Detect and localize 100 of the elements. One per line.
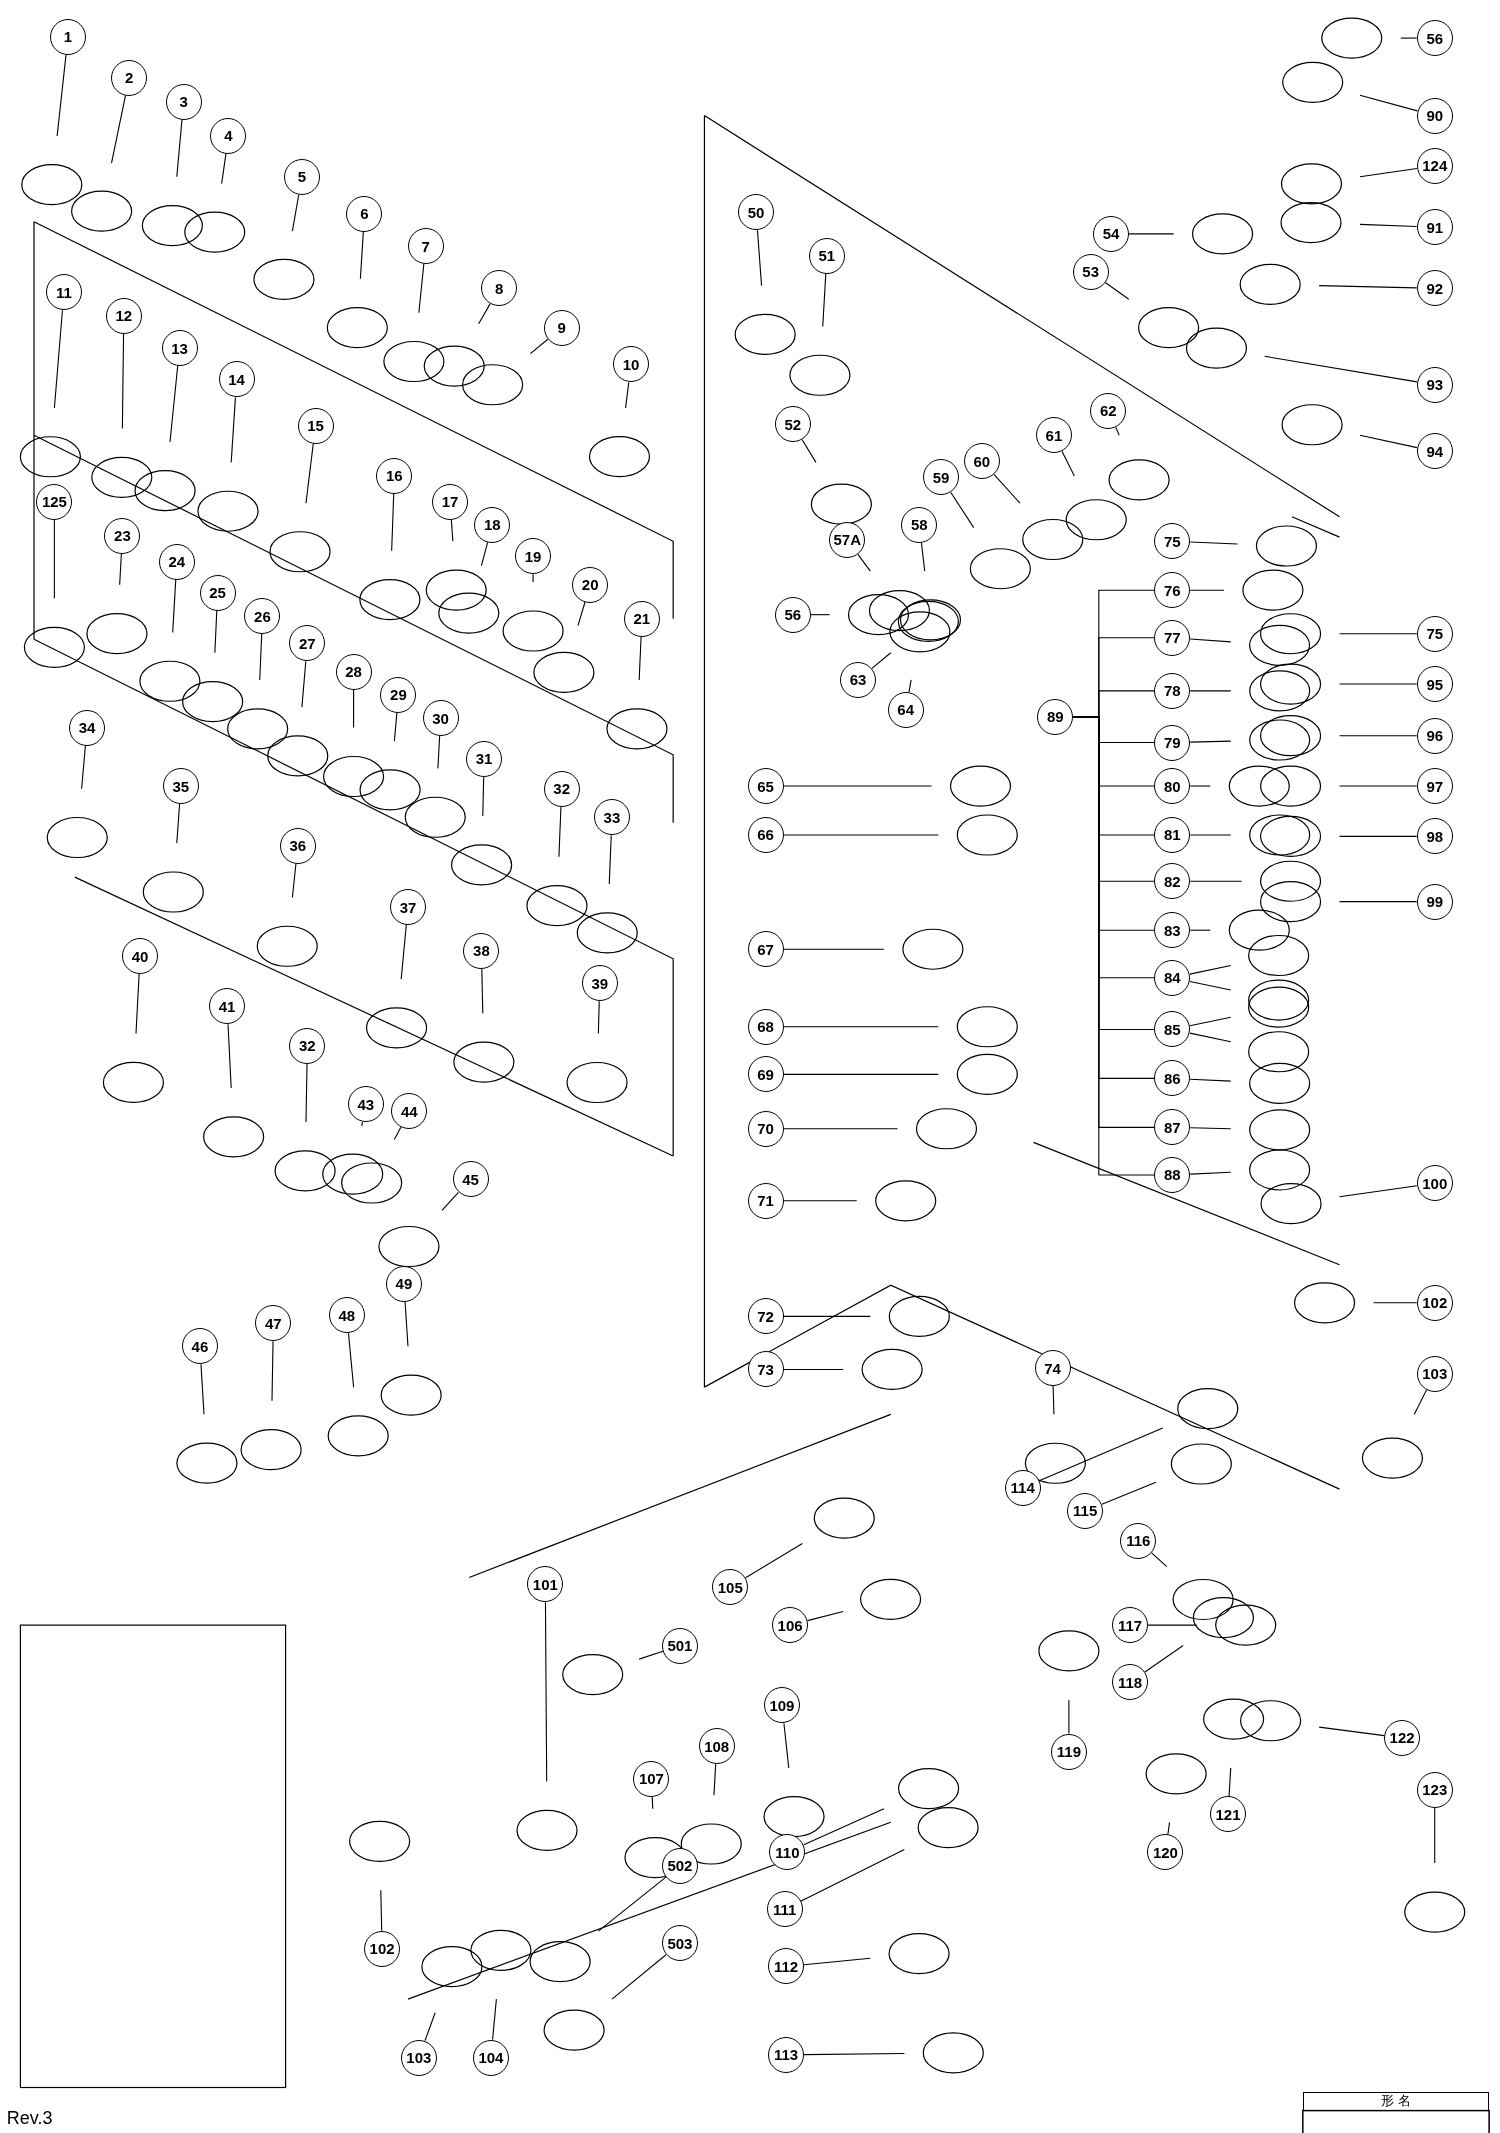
callout-number: 75 (1154, 523, 1191, 560)
callout-number: 44 (391, 1093, 428, 1130)
callout-number: 66 (747, 817, 784, 853)
leader-line (404, 1301, 409, 1347)
callout-number: 91 (1416, 209, 1453, 246)
callout-number: 73 (747, 1351, 784, 1388)
callout-number: 13 (161, 330, 198, 367)
callout-number: 32 (289, 1027, 326, 1064)
leader-line (1189, 589, 1225, 591)
callout-number: 3 (165, 84, 202, 120)
callout-number: 60 (963, 443, 1000, 479)
leader-line (1189, 785, 1211, 787)
callout-number: 78 (1154, 672, 1191, 709)
leader-line (783, 834, 939, 836)
leader-line (437, 735, 441, 769)
leader-line (1434, 1807, 1436, 1864)
callout-number: 77 (1154, 619, 1191, 656)
leader-line (783, 1722, 790, 1769)
leader-line (121, 332, 125, 429)
callout-number: 119 (1050, 1733, 1087, 1770)
leader-line (608, 834, 612, 885)
leader-line (1101, 1481, 1157, 1505)
callout-number: 74 (1034, 1350, 1071, 1387)
callout-number: 97 (1416, 768, 1453, 805)
callout-number: 63 (840, 661, 877, 698)
leader-line (611, 1954, 667, 2000)
leader-line (1189, 965, 1232, 975)
callout-number: 33 (593, 799, 630, 836)
leader-line (857, 553, 871, 572)
callout-number: 85 (1154, 1011, 1191, 1048)
callout-number: 121 (1210, 1796, 1246, 1833)
callout-number: 72 (747, 1298, 784, 1335)
leader-line (221, 153, 227, 185)
callout-number: 17 (432, 483, 469, 520)
leader-line (783, 1315, 871, 1317)
callout-number: 24 (158, 543, 195, 580)
callout-number: 61 (1035, 417, 1072, 454)
leader-line (1189, 1032, 1232, 1043)
callout-number: 40 (122, 938, 159, 974)
callout-number: 502 (661, 1847, 698, 1884)
leader-line (361, 1121, 364, 1127)
leader-line (393, 712, 398, 742)
leader-line (301, 660, 307, 708)
callout-number: 41 (209, 988, 246, 1025)
callout-number: 31 (466, 740, 503, 777)
leader-line (1189, 541, 1239, 545)
callout-number: 67 (747, 931, 784, 968)
callout-number: 88 (1154, 1156, 1191, 1193)
model-name-heading: 形 名 (1302, 2091, 1490, 2111)
callout-number: 86 (1154, 1060, 1191, 1097)
callout-number: 80 (1154, 768, 1191, 805)
leader-line (783, 785, 933, 787)
leader-line (1068, 1699, 1070, 1735)
callout-number: 56 (1416, 20, 1453, 57)
callout-number: 25 (199, 574, 236, 611)
callout-number: 94 (1416, 433, 1453, 470)
leader-line (1359, 434, 1418, 449)
leader-line (172, 579, 177, 633)
callout-number: 9 (543, 309, 580, 346)
leader-line (822, 273, 827, 327)
leader-line (227, 1023, 232, 1089)
callout-number: 105 (712, 1569, 749, 1606)
callout-number: 57A (829, 521, 866, 558)
callout-number: 122 (1384, 1720, 1421, 1756)
leader-line (783, 1026, 939, 1028)
callout-number: 115 (1067, 1492, 1104, 1529)
callout-number: 109 (763, 1687, 800, 1724)
callout-number: 39 (581, 965, 618, 1002)
revision-note: Rev.3 (6, 2107, 53, 2129)
leader-line (577, 601, 586, 627)
callout-number: 118 (1112, 1664, 1149, 1701)
leader-line (1167, 1821, 1171, 1835)
leader-line (200, 1363, 205, 1415)
leader-line (53, 519, 55, 599)
callout-number: 107 (633, 1760, 670, 1797)
leader-line (1400, 37, 1418, 39)
leader-line (176, 119, 183, 178)
callout-number: 48 (328, 1297, 365, 1334)
leader-line (1189, 1078, 1232, 1082)
leader-line (1061, 450, 1075, 477)
leader-line (424, 2012, 436, 2042)
callout-number: 96 (1416, 717, 1453, 754)
callout-number: 95 (1416, 666, 1453, 703)
leader-line (908, 679, 912, 693)
leader-line (478, 303, 491, 325)
leader-line (176, 803, 181, 844)
callout-number: 83 (1154, 912, 1191, 949)
callout-number: 81 (1154, 817, 1191, 853)
leader-line (1189, 980, 1232, 991)
callout-number: 30 (422, 700, 459, 737)
callout-number: 116 (1120, 1522, 1157, 1559)
leader-line (1228, 1767, 1232, 1797)
leader-line (1339, 785, 1418, 787)
callout-number: 1 (50, 18, 86, 55)
callout-number: 123 (1416, 1771, 1453, 1808)
callout-number: 27 (289, 625, 326, 662)
leader-line (380, 1889, 383, 1932)
callout-number: 12 (105, 297, 142, 334)
leader-line (291, 863, 297, 899)
callout-number: 56 (774, 596, 811, 633)
